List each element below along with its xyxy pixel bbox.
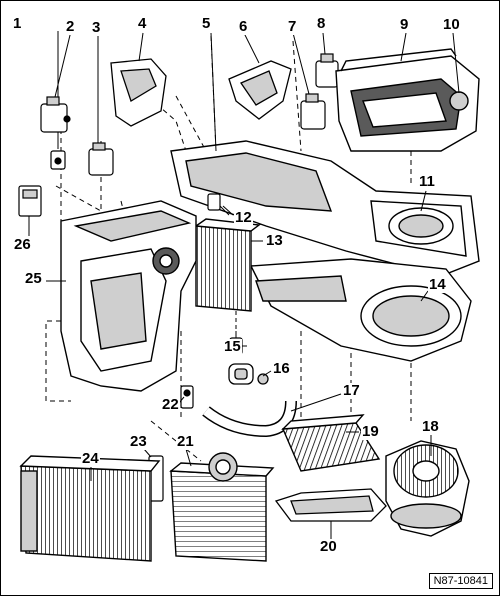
connector-part-26 <box>18 185 42 217</box>
callout-13: 13 <box>265 232 284 249</box>
actuator-part-7 <box>292 32 326 130</box>
callout-18: 18 <box>421 418 440 435</box>
actuator-part-3 <box>88 33 114 176</box>
bracket-part-4 <box>110 32 167 127</box>
callout-25: 25 <box>24 270 43 287</box>
clip-part-12 <box>207 193 230 216</box>
callout-21: 21 <box>176 433 195 450</box>
callout-6: 6 <box>238 18 249 35</box>
figure-code: N87-10841 <box>428 573 493 589</box>
actuator-part-2 <box>40 30 72 133</box>
callout-14: 14 <box>428 276 447 293</box>
callout-16: 16 <box>272 360 291 377</box>
callout-17: 17 <box>342 382 361 399</box>
callout-2: 2 <box>65 18 76 35</box>
heater-housing-part-25 <box>60 200 197 392</box>
leader-lines <box>28 190 432 539</box>
callout-5: 5 <box>201 15 212 32</box>
callout-23: 23 <box>129 433 148 450</box>
callout-7: 7 <box>287 18 298 35</box>
callout-26: 26 <box>13 236 32 253</box>
callout-3: 3 <box>91 19 102 36</box>
callout-9: 9 <box>399 16 410 33</box>
heater-core-part-24 <box>19 455 161 562</box>
callout-20: 20 <box>319 538 338 555</box>
callout-4: 4 <box>137 15 148 32</box>
evaporator-part-21 <box>169 452 275 562</box>
callout-12: 12 <box>234 209 253 226</box>
sensor-part-22 <box>180 385 194 409</box>
main-housing-part-5 <box>170 32 480 277</box>
callout-15: 15 <box>223 338 242 355</box>
blower-part-18 <box>385 440 470 537</box>
callout-24: 24 <box>81 450 100 467</box>
callout-11: 11 <box>418 173 436 190</box>
callout-22: 22 <box>161 396 180 413</box>
duct-part-6 <box>228 32 292 120</box>
callout-19: 19 <box>361 423 380 440</box>
seal-part-16 <box>228 363 269 385</box>
callout-8: 8 <box>316 15 327 32</box>
tray-part-20 <box>274 488 387 522</box>
callout-1: 1 <box>12 15 23 32</box>
filter-part-13 <box>194 218 261 312</box>
hose-part-17 <box>202 400 297 438</box>
lower-housing-part-14 <box>249 258 472 362</box>
callout-10: 10 <box>442 16 461 33</box>
upper-housing-part-9 <box>335 32 480 152</box>
filter-part-19 <box>281 414 381 472</box>
actuator-part-8 <box>315 32 339 88</box>
